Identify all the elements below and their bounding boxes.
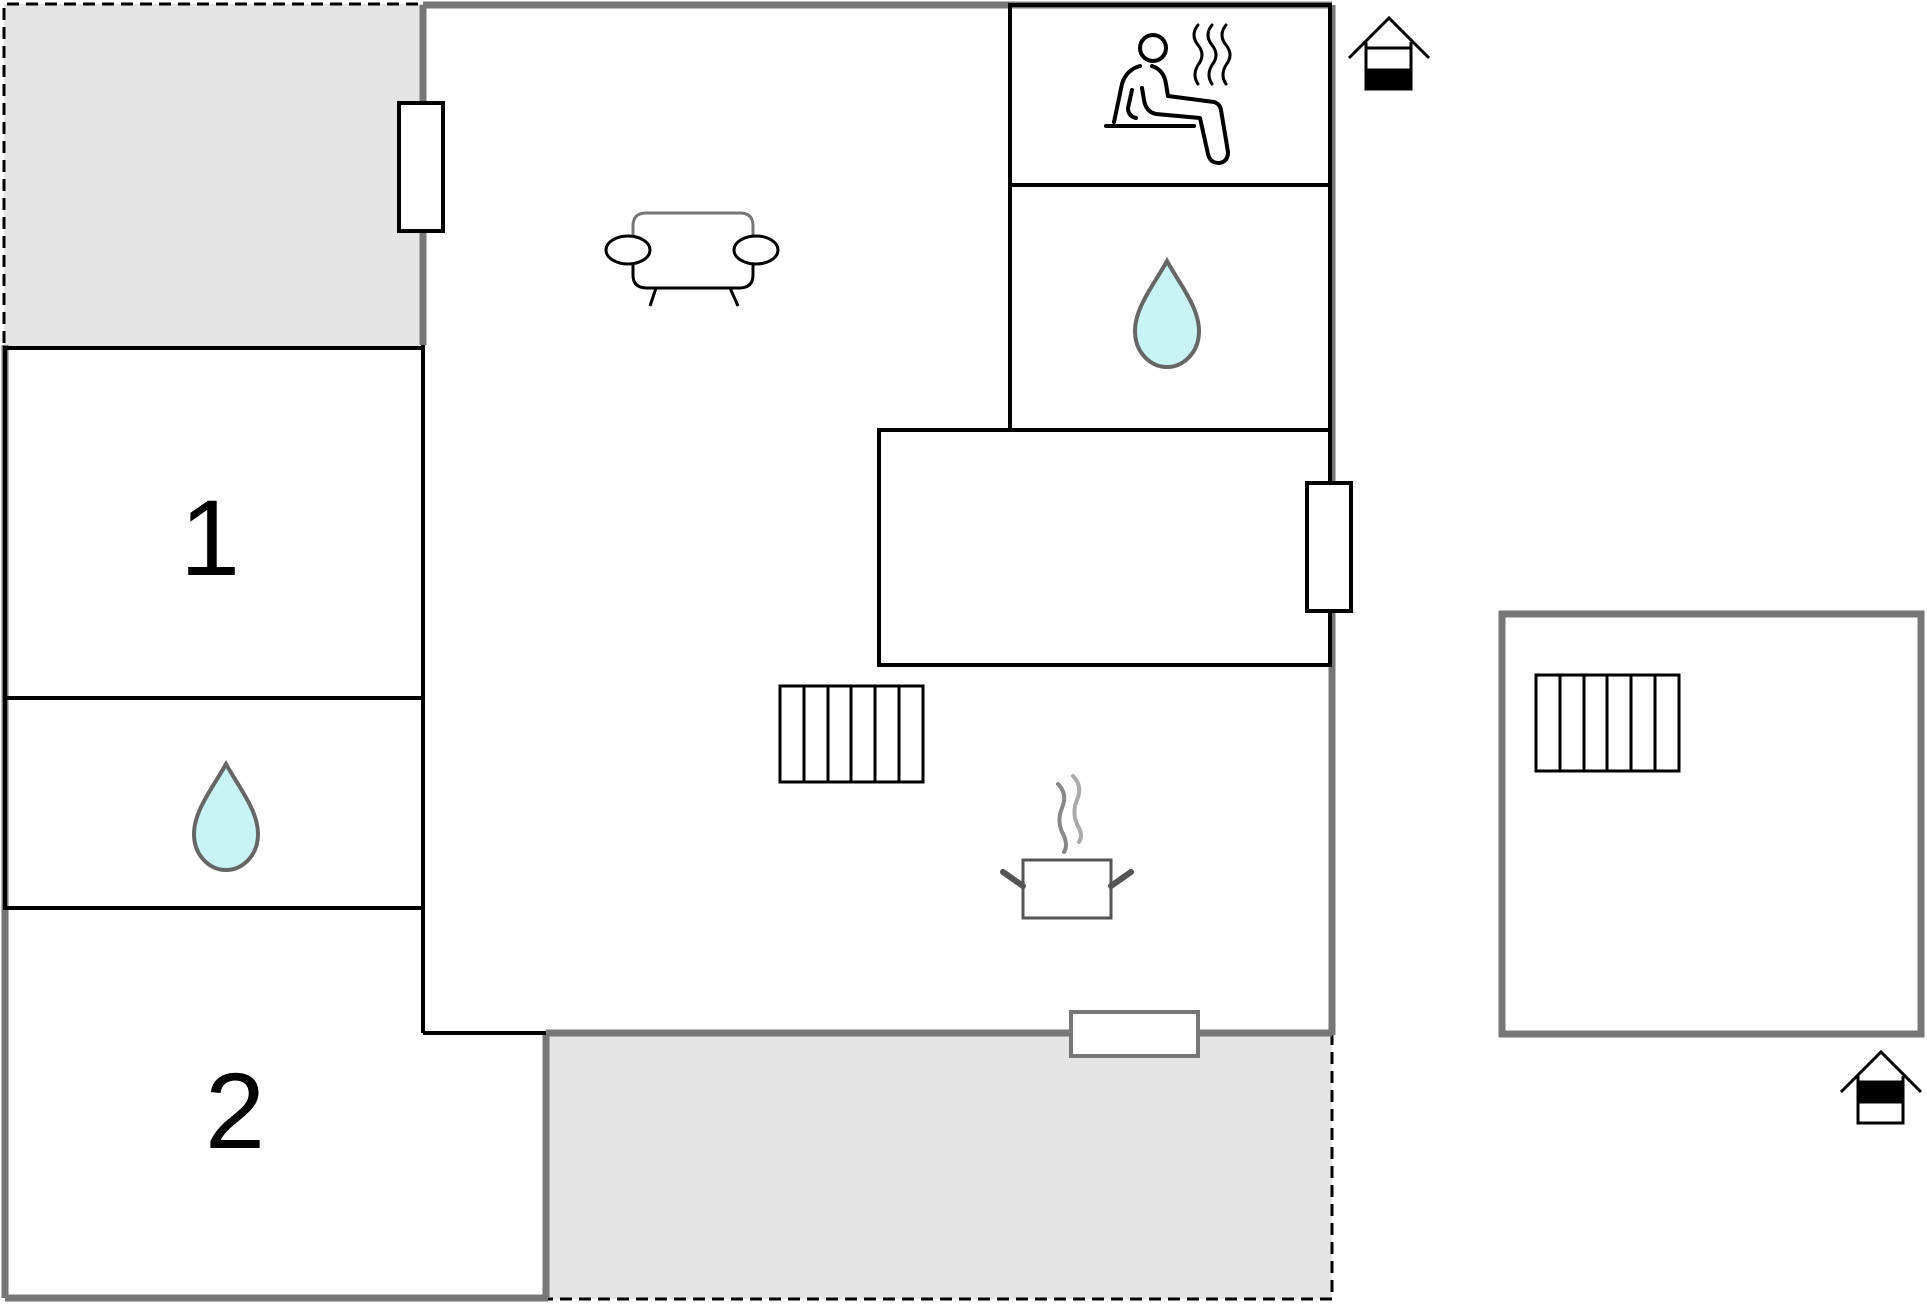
cooking-pot-icon <box>1000 774 1134 920</box>
radiator-icon <box>778 684 925 784</box>
window-west <box>397 101 445 233</box>
sauna-icon <box>1104 23 1232 165</box>
water-drop-icon <box>1132 256 1202 370</box>
radiator-icon <box>1534 673 1681 773</box>
house-entrance-icon <box>1347 15 1431 91</box>
windows <box>397 101 1353 1058</box>
house-entrance-icon <box>1839 1049 1923 1125</box>
window-south <box>1069 1010 1200 1058</box>
room-label-2: 2 <box>205 1050 265 1171</box>
outbuilding <box>1498 610 1925 1038</box>
terrace-south <box>546 1033 1334 1301</box>
sofa-icon <box>604 211 780 307</box>
terrace-north-west <box>2 2 455 347</box>
water-drop-icon <box>191 759 261 873</box>
room-label-1: 1 <box>180 477 240 598</box>
interior-walls <box>3 3 1332 1035</box>
window-east <box>1305 481 1353 613</box>
